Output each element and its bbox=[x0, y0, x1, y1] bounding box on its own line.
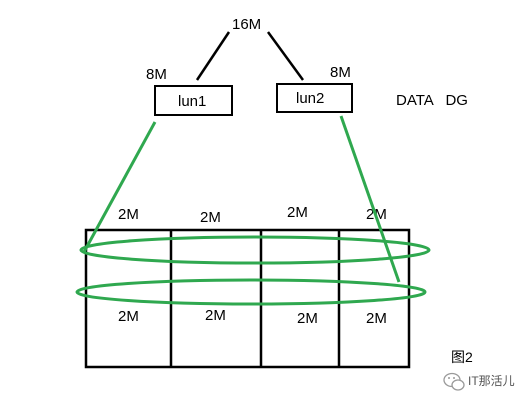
bottom-size-3: 2M bbox=[297, 310, 318, 327]
top-size-2: 2M bbox=[200, 209, 221, 226]
lun1-mapping-line bbox=[82, 121, 157, 253]
lun1-label: lun1 bbox=[178, 93, 206, 110]
lun2-size-label: 8M bbox=[330, 64, 351, 81]
watermark-brand: IT那活儿 bbox=[468, 374, 515, 388]
figure-label: 图2 bbox=[451, 349, 473, 365]
wechat-icon bbox=[443, 372, 465, 391]
top-size-3: 2M bbox=[287, 204, 308, 221]
lun2-label: lun2 bbox=[296, 90, 324, 107]
disk-table bbox=[84, 228, 411, 369]
stripe-ellipse-top bbox=[79, 235, 431, 265]
bottom-size-1: 2M bbox=[118, 308, 139, 325]
lun2-mapping-line bbox=[339, 115, 401, 283]
lun2-box bbox=[276, 83, 353, 113]
connector-left bbox=[195, 31, 231, 81]
lun1-size-label: 8M bbox=[146, 66, 167, 83]
total-size-label: 16M bbox=[232, 16, 261, 33]
stripe-ellipse-bottom bbox=[75, 278, 427, 306]
dg-label: DATA DG bbox=[396, 92, 468, 109]
connector-right bbox=[266, 31, 305, 81]
lun1-box bbox=[154, 85, 233, 116]
bottom-size-4: 2M bbox=[366, 310, 387, 327]
bottom-size-2: 2M bbox=[205, 307, 226, 324]
top-size-1: 2M bbox=[118, 206, 139, 223]
